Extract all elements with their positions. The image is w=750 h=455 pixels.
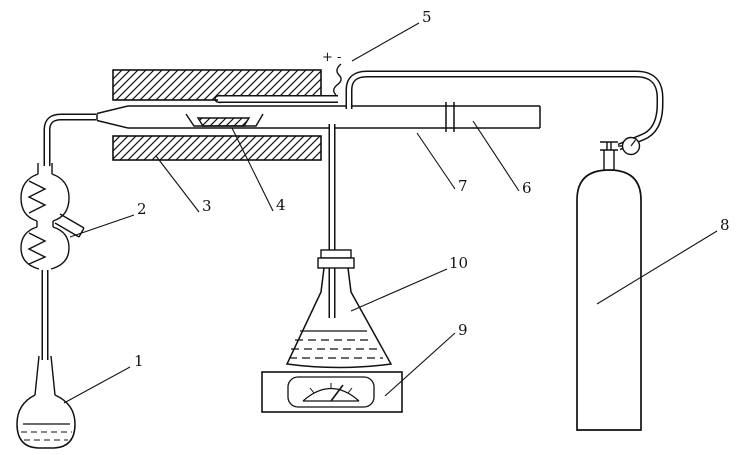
- cylinder-body: [576, 169, 642, 431]
- trap-waist: [36, 221, 54, 227]
- gas-pipe: [345, 70, 664, 151]
- boat-sample: [196, 117, 251, 127]
- coil-trap: [20, 163, 85, 270]
- trap-neck: [37, 163, 53, 174]
- liquid-waves: [289, 339, 383, 359]
- tube-furnace: [112, 69, 322, 161]
- furnace-top-block: [112, 69, 322, 101]
- dial-ticks: [309, 383, 353, 394]
- leader-line-4: [231, 127, 274, 212]
- label-4: 4: [276, 196, 286, 214]
- label-6: 6: [522, 179, 532, 197]
- label-2: 2: [137, 200, 147, 218]
- labels: 1 2 3 4 5 6 7 8 9 10 + -: [134, 8, 730, 370]
- erlenmeyer-flask: [285, 249, 393, 369]
- label-9: 9: [458, 321, 468, 339]
- leader-line-10: [350, 268, 448, 312]
- gauge-needle: [630, 139, 636, 147]
- power-lead-wire: [333, 63, 342, 96]
- leader-line-8: [596, 230, 718, 305]
- leader-line-9: [384, 332, 456, 397]
- leader-line-6: [472, 120, 520, 192]
- inner-tube: [214, 94, 338, 104]
- flask1-neck: [34, 355, 56, 396]
- label-1: 1: [134, 352, 144, 370]
- inner-tube-left-cap: [214, 94, 222, 104]
- left-pipe: [43, 113, 96, 166]
- label-7: 7: [458, 177, 468, 195]
- gas-cylinder: [576, 136, 642, 431]
- label-3: 3: [202, 197, 212, 215]
- leader-line-3: [155, 155, 200, 213]
- cylinder-valve: [600, 141, 618, 170]
- stopper-top: [320, 249, 352, 259]
- label-5: 5: [422, 8, 432, 26]
- receiving-flask: [16, 355, 76, 449]
- leader-line-5: [351, 22, 420, 62]
- tube-left-taper: [96, 105, 129, 129]
- sample-boat: [185, 113, 264, 127]
- meter-panel: [287, 376, 375, 408]
- flask1-bulb: [16, 394, 76, 449]
- leader-line-7: [416, 132, 456, 190]
- leader-line-2: [69, 214, 135, 238]
- polarity-label: + -: [322, 50, 341, 65]
- trap-lower-bulb: [20, 226, 70, 270]
- meter-box: [261, 371, 403, 413]
- joint-ticks: [445, 102, 455, 132]
- flask1-liquid-waves: [21, 431, 72, 441]
- meter-unit: [261, 371, 403, 413]
- trap-upper-bulb: [20, 173, 70, 222]
- label-10: 10: [449, 254, 468, 272]
- leader-line-1: [63, 366, 131, 404]
- combustion-tube: [96, 102, 541, 132]
- dial-needle: [330, 384, 344, 402]
- stopper-bottom: [317, 257, 355, 269]
- leader-lines: [63, 22, 718, 404]
- trap-coil-lower: [27, 232, 47, 265]
- label-8: 8: [720, 216, 730, 234]
- furnace-bottom-block: [112, 135, 322, 161]
- flask-outline: [285, 267, 393, 369]
- trap-coil-upper: [27, 180, 47, 214]
